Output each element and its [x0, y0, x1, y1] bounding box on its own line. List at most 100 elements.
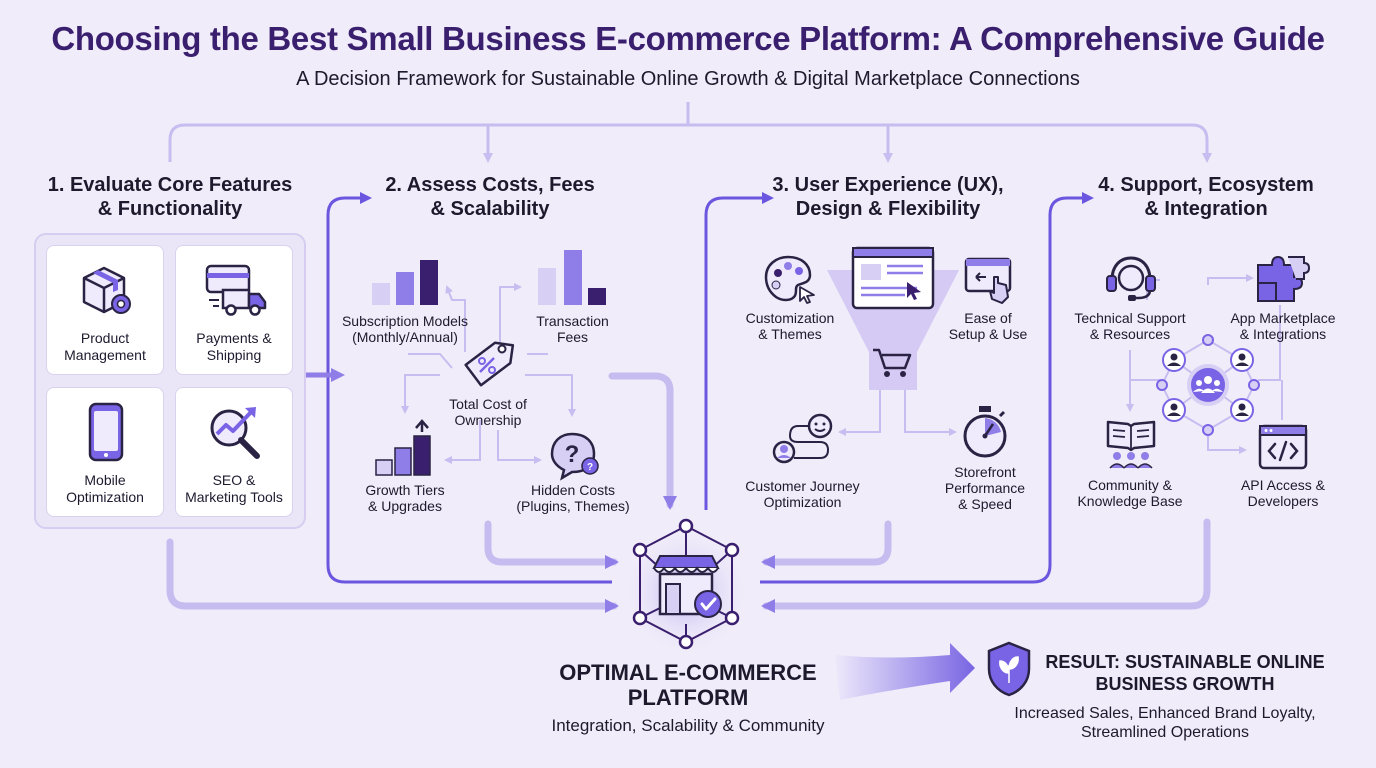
cost-hidden-costs: Hidden Costs (Plugins, Themes): [503, 482, 643, 514]
feature-label-line2: Marketing Tools: [185, 489, 283, 505]
support-label-line2: & Integrations: [1239, 326, 1327, 342]
ux-label-line1: Ease of: [964, 310, 1012, 326]
feature-label: SEO & Marketing Tools: [176, 472, 292, 506]
ux-customer-journey: Customer Journey Optimization: [730, 478, 875, 510]
palette-icon: [764, 255, 815, 304]
ux-label-line1: Customization: [745, 310, 835, 326]
feature-label-line1: Mobile: [84, 472, 126, 488]
support-label-line1: Community &: [1087, 477, 1173, 493]
mobile-icon: [88, 402, 124, 462]
price-tag-icon: [464, 341, 515, 387]
ux-customization-themes: Customization & Themes: [735, 310, 845, 342]
svg-text:?: ?: [565, 441, 580, 468]
section-title-costs-line1: 2. Assess Costs, Fees: [385, 174, 595, 196]
section-title-ux-line1: 3. User Experience (UX),: [772, 174, 1004, 196]
feature-card-seo-marketing: SEO & Marketing Tools: [175, 387, 293, 517]
cost-growth-tiers: Growth Tiers & Upgrades: [345, 482, 465, 514]
feature-label: Product Management: [47, 330, 163, 364]
section-title-support-line1: 4. Support, Ecosystem: [1098, 174, 1314, 196]
page-subtitle: A Decision Framework for Sustainable Onl…: [296, 68, 1080, 90]
section-title-costs: 2. Assess Costs, Fees & Scalability: [345, 173, 635, 221]
bar-chart-icon: [372, 260, 438, 305]
result-subtitle-line2: Streamlined Operations: [1080, 724, 1250, 741]
stopwatch-icon: [963, 406, 1007, 458]
feature-card-product-management: Product Management: [46, 245, 164, 375]
cost-label-line1: Total Cost of: [449, 396, 527, 412]
cost-label-line1: Transaction: [536, 313, 609, 329]
code-window-icon: [1258, 424, 1308, 470]
support-label-line2: Developers: [1247, 493, 1319, 509]
cost-label-line2: & Upgrades: [368, 498, 442, 514]
ux-label-line1: Storefront: [954, 464, 1016, 480]
ux-label-line2: Performance: [944, 480, 1026, 496]
headset-icon: [1106, 256, 1156, 301]
section-title-features: 1. Evaluate Core Features & Functionalit…: [30, 173, 310, 221]
cost-label-line2: Ownership: [454, 412, 522, 428]
ux-ease-of-setup: Ease of Setup & Use: [938, 310, 1038, 342]
ux-label-line3: & Speed: [958, 496, 1012, 512]
section-title-ux: 3. User Experience (UX), Design & Flexib…: [743, 173, 1033, 221]
cost-label-line2: (Monthly/Annual): [352, 329, 458, 345]
feature-label: Payments & Shipping: [176, 330, 292, 364]
ux-label-line1: Customer Journey: [745, 478, 860, 494]
support-app-marketplace: App Marketplace & Integrations: [1218, 310, 1348, 342]
hub-subtitle: Integration, Scalability & Community: [551, 716, 825, 735]
cost-total-ownership: Total Cost of Ownership: [428, 396, 548, 428]
puzzle-icon: [1257, 255, 1311, 302]
section-title-features-line2: & Functionality: [97, 198, 243, 220]
ux-funnel-icon: [827, 246, 959, 390]
feature-card-payments-shipping: Payments & Shipping: [175, 245, 293, 375]
question-bubble-icon: ? ?: [550, 432, 599, 481]
section-title-costs-line2: & Scalability: [430, 198, 550, 220]
card-truck-icon: [205, 264, 267, 316]
hub-title: OPTIMAL E-COMMERCE PLATFORM: [520, 660, 856, 710]
cost-subscription-models: Subscription Models (Monthly/Annual): [330, 313, 480, 345]
feature-label-line2: Management: [64, 347, 146, 363]
support-label-line1: App Marketplace: [1230, 310, 1336, 326]
result-title-line1: RESULT: SUSTAINABLE ONLINE: [1045, 652, 1325, 672]
support-community: Community & Knowledge Base: [1062, 477, 1198, 509]
box-gear-icon: [82, 266, 131, 314]
cost-label-line2: (Plugins, Themes): [516, 498, 630, 514]
page-title: Choosing the Best Small Business E-comme…: [51, 20, 1325, 57]
ux-label-line2: & Themes: [758, 326, 822, 342]
ux-storefront-performance: Storefront Performance & Speed: [930, 464, 1040, 512]
storefront-hub-icon: [622, 518, 750, 656]
cost-label-line1: Growth Tiers: [365, 482, 445, 498]
customer-journey-icon: [772, 413, 833, 464]
shield-leaf-icon: [987, 641, 1031, 697]
cost-label-line1: Hidden Costs: [530, 482, 616, 498]
feature-label-line2: Optimization: [66, 489, 144, 505]
hub-title-line2: PLATFORM: [627, 685, 749, 710]
feature-card-mobile-optimization: Mobile Optimization: [46, 387, 164, 517]
support-label-line1: Technical Support: [1074, 310, 1186, 326]
support-api-access: API Access & Developers: [1220, 477, 1346, 509]
result-subtitle: Increased Sales, Enhanced Brand Loyalty,…: [1000, 704, 1330, 742]
knowledge-book-icon: [1106, 420, 1156, 469]
result-title-line2: BUSINESS GROWTH: [1095, 674, 1275, 694]
section-title-support: 4. Support, Ecosystem & Integration: [1060, 173, 1352, 221]
ux-label-line2: Optimization: [763, 494, 842, 510]
feature-label-line1: SEO &: [212, 472, 256, 488]
section-title-support-line2: & Integration: [1144, 198, 1268, 220]
feature-label: Mobile Optimization: [47, 472, 163, 506]
cost-transaction-fees: Transaction Fees: [510, 313, 635, 345]
hub-title-line1: OPTIMAL E-COMMERCE: [559, 660, 817, 685]
result-subtitle-line1: Increased Sales, Enhanced Brand Loyalty,: [1014, 705, 1316, 722]
cost-label-line2: Fees: [556, 329, 589, 345]
cost-label-line1: Subscription Models: [341, 313, 469, 329]
community-network-icon: [1156, 334, 1260, 436]
feature-label-line1: Product: [80, 330, 130, 346]
feature-label-line1: Payments &: [196, 330, 272, 346]
section-title-features-line1: 1. Evaluate Core Features: [47, 174, 293, 196]
touch-screen-icon: [964, 257, 1012, 304]
seo-magnifier-icon: [210, 407, 260, 459]
growth-steps-icon: [375, 419, 431, 476]
transaction-bars-icon: [538, 250, 606, 305]
svg-text:?: ?: [587, 462, 593, 473]
result-title: RESULT: SUSTAINABLE ONLINE BUSINESS GROW…: [1030, 651, 1340, 695]
ux-label-line2: Setup & Use: [948, 326, 1028, 342]
section-title-ux-line2: Design & Flexibility: [795, 198, 981, 220]
support-technical: Technical Support & Resources: [1062, 310, 1198, 342]
